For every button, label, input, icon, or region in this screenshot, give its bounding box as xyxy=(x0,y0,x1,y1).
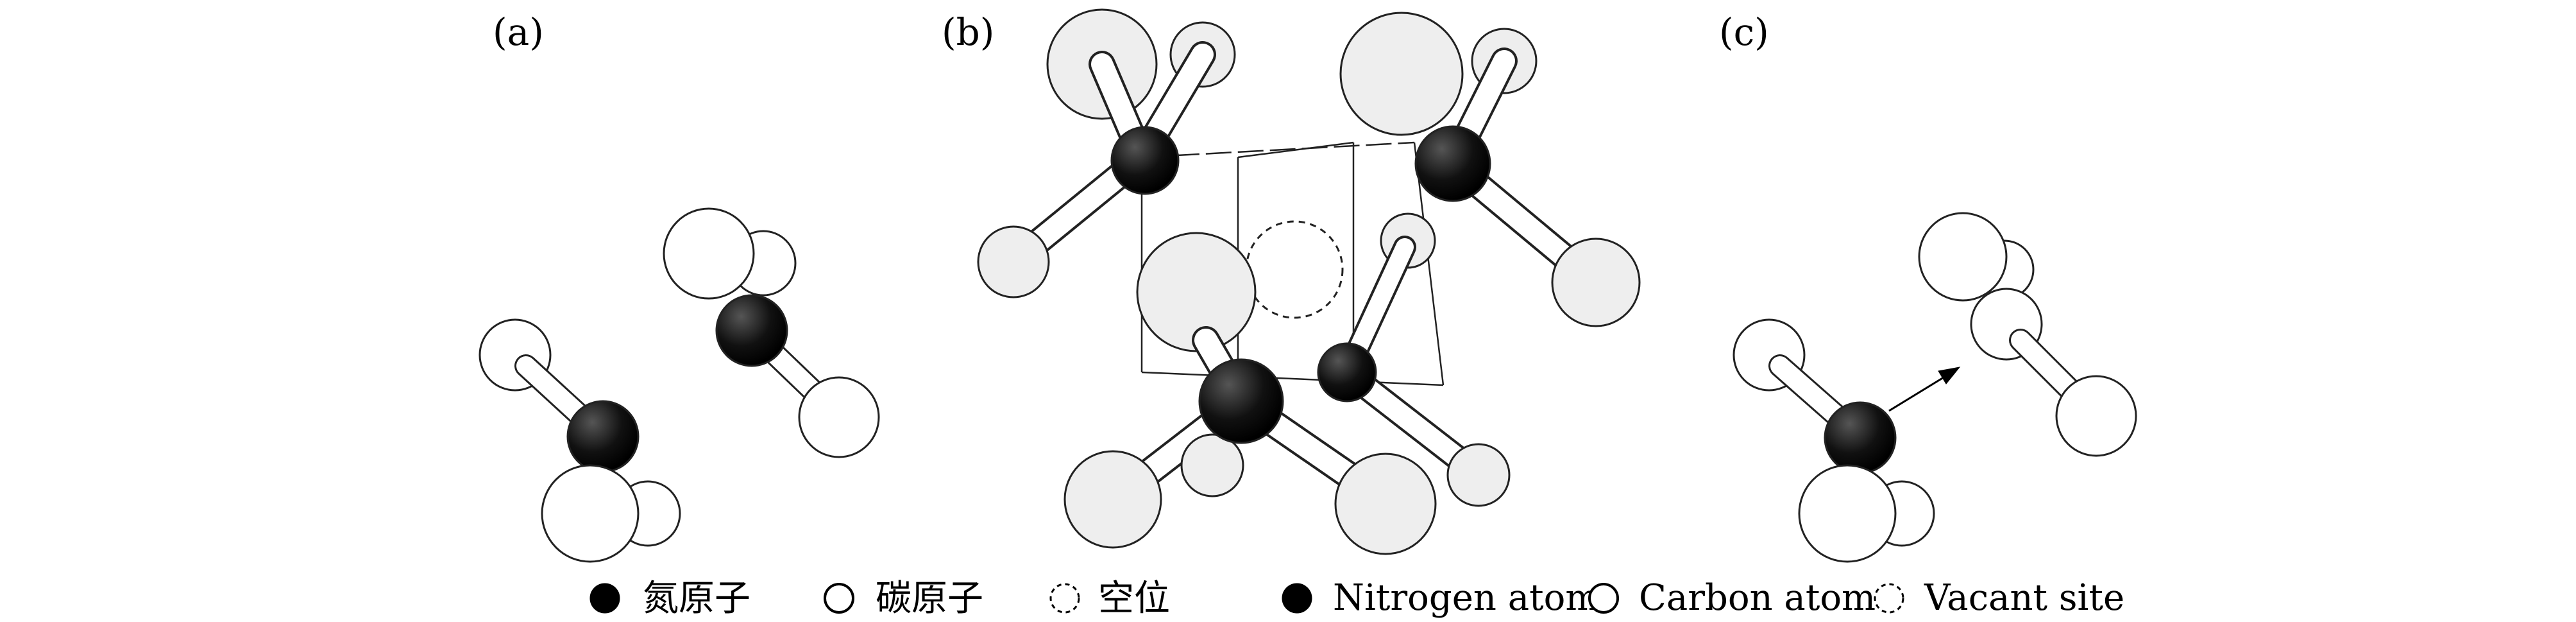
nitrogen-atom xyxy=(566,400,640,473)
carbon-legend-icon xyxy=(824,583,854,614)
nitrogen-atom xyxy=(1317,342,1377,402)
legend-en-vacancy: Vacant site xyxy=(1924,577,2124,619)
legend-en-nitrogen: Nitrogen atom xyxy=(1333,577,1599,619)
nitrogen-legend-icon xyxy=(589,583,620,614)
nitrogen-atom xyxy=(1414,125,1491,202)
vacancy-legend-icon xyxy=(1049,583,1080,614)
panel-b-lattice xyxy=(977,8,1641,555)
panel-label-b: (b) xyxy=(942,10,994,54)
panel-c-molecules xyxy=(1733,212,2137,563)
migration-arrow xyxy=(1888,367,1961,412)
carbon-atom xyxy=(798,376,880,458)
carbon-atom xyxy=(663,207,755,300)
panel-label-c: (c) xyxy=(1719,10,1769,54)
legend-zh-vacancy: 空位 xyxy=(1098,578,1170,619)
nitrogen-atom xyxy=(715,294,788,367)
nitrogen-legend-icon xyxy=(1282,583,1312,614)
legend: 氮原子 碳原子 空位 Nitrogen atom Carbon atom Vac… xyxy=(589,577,2124,619)
carbon-atom xyxy=(1334,453,1437,555)
carbon-atom xyxy=(977,225,1050,298)
carbon-atom xyxy=(541,464,640,563)
panel-label-a: (a) xyxy=(493,10,544,54)
carbon-atom xyxy=(1339,12,1464,136)
carbon-legend-icon xyxy=(1588,583,1619,614)
panel-a-molecules xyxy=(479,207,880,563)
carbon-atom xyxy=(2055,375,2137,457)
nitrogen-atom xyxy=(1110,126,1180,195)
carbon-atom xyxy=(1551,238,1641,327)
legend-en-carbon: Carbon atom xyxy=(1639,577,1876,619)
carbon-atom xyxy=(1180,433,1244,497)
carbon-atom xyxy=(1446,443,1511,507)
vacancy-legend-icon xyxy=(1874,583,1904,614)
nitrogen-atom xyxy=(1824,401,1897,474)
vacant-site xyxy=(1245,220,1344,319)
carbon-atom xyxy=(1063,450,1162,549)
carbon-atom xyxy=(1918,212,2008,302)
legend-zh-nitrogen: 氮原子 xyxy=(643,578,750,619)
carbon-atom xyxy=(1798,464,1897,563)
nitrogen-atom xyxy=(1198,358,1284,444)
legend-zh-carbon: 碳原子 xyxy=(876,578,983,619)
